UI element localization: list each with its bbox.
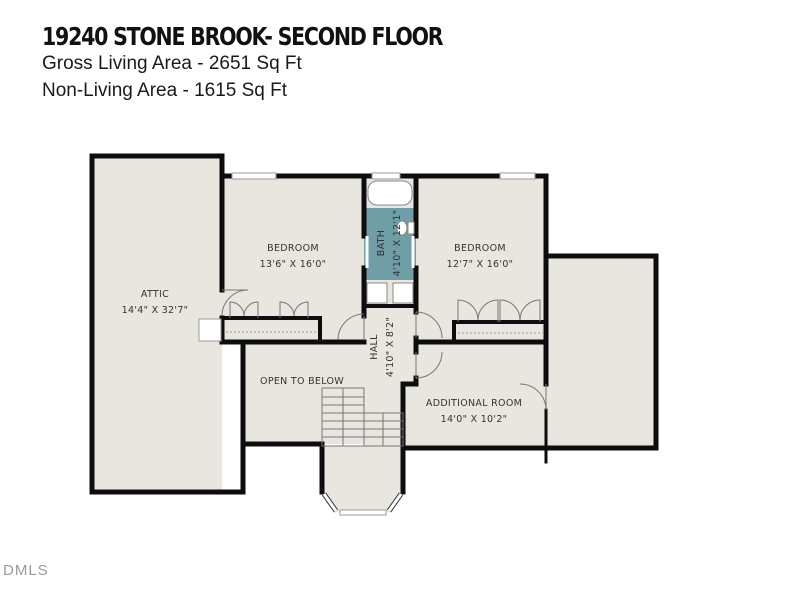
- bedroom-right-door: [415, 311, 443, 339]
- bedroom-right-name: BEDROOM: [454, 243, 506, 254]
- bedroom-left-dims: 13'6" X 16'0": [260, 259, 327, 270]
- sink-right: [392, 282, 414, 304]
- additional-room-door: [415, 351, 443, 379]
- storage-door: [519, 383, 547, 411]
- bedroom-left-door: [337, 313, 365, 341]
- toilet: [396, 220, 408, 236]
- walls: [89, 153, 659, 495]
- toilet-tank: [407, 221, 415, 235]
- attic-name: ATTIC: [141, 289, 169, 300]
- windows: [198, 172, 536, 516]
- closet-door-left-1: [229, 301, 259, 318]
- room-labels: ATTIC 14'4" X 32'7" BEDROOM 13'6" X 16'0…: [122, 210, 522, 425]
- additional-room-floor: [403, 342, 548, 448]
- bathtub: [367, 180, 413, 206]
- doors: [221, 236, 547, 411]
- bath-dims: 4'10" X 12'1": [392, 210, 403, 277]
- window: [371, 172, 401, 180]
- additional-room-dims: 14'0" X 10'2": [441, 414, 508, 425]
- closet-door-right-2: [499, 299, 541, 322]
- closet-door-right-1: [457, 299, 499, 322]
- bedroom-right-floor: [416, 176, 546, 342]
- right-storage-floor: [548, 256, 656, 448]
- bath-floor: [364, 208, 416, 280]
- bath-fixtures: [366, 180, 415, 304]
- attic-dims: 14'4" X 32'7": [122, 305, 189, 316]
- bedroom-right-dims: 12'7" X 16'0": [447, 259, 514, 270]
- bedroom-left-floor: [222, 176, 364, 342]
- bedroom-left-name: BEDROOM: [267, 243, 319, 254]
- closet-shelves: [226, 331, 544, 334]
- watermark: DMLS: [3, 562, 49, 579]
- bath-name: BATH: [376, 230, 387, 256]
- attic-door: [221, 289, 249, 317]
- non-living-area: Non-Living Area - 1615 Sq Ft: [42, 80, 288, 101]
- bay-floor: [322, 446, 403, 513]
- floorplan-title: 19240 STONE BROOK- SECOND FLOOR: [42, 22, 444, 51]
- open-to-below-label: OPEN TO BELOW: [260, 376, 344, 387]
- closet-door-left-2: [279, 301, 309, 318]
- sink-left: [366, 282, 388, 304]
- stairs: [321, 387, 404, 447]
- gross-living-area: Gross Living Area - 2651 Sq Ft: [42, 53, 302, 74]
- window: [499, 172, 536, 180]
- hall-name: HALL: [369, 334, 380, 360]
- hall-dims: 4'10" X 8'2": [385, 317, 396, 377]
- additional-room-name: ADDITIONAL ROOM: [426, 398, 522, 409]
- window: [231, 172, 277, 180]
- attic-access-hatch: [198, 318, 222, 342]
